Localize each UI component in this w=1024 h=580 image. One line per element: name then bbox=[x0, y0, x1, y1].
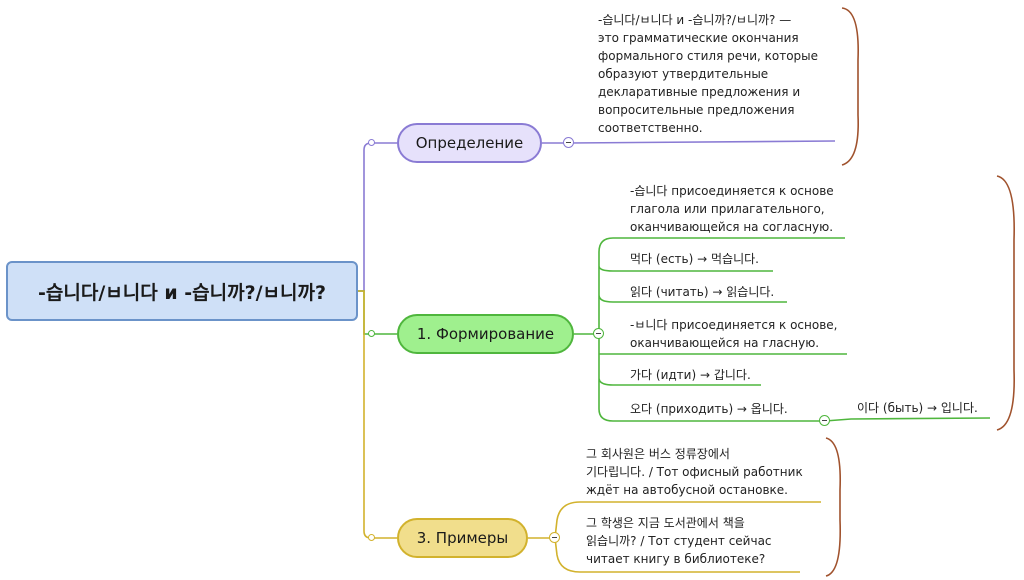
branch-formation[interactable]: 1. Формирование bbox=[397, 314, 574, 354]
connector-formation-leaves bbox=[574, 237, 847, 422]
example-item: 그 회사원은 버스 정류장에서 기다립니다. / Тот офисный раб… bbox=[586, 447, 803, 497]
collapse-definition-icon[interactable] bbox=[563, 137, 574, 148]
bracket-definition bbox=[841, 7, 859, 166]
definition-text: -습니다/ㅂ니다 и -습니까?/ㅂ니까? — это грамматическ… bbox=[598, 13, 819, 135]
connector-root-definition bbox=[358, 142, 397, 292]
examples-anchor-dot bbox=[368, 534, 375, 541]
connector-definition-leaf bbox=[542, 140, 836, 144]
formation-anchor-dot bbox=[368, 330, 375, 337]
collapse-examples-icon[interactable] bbox=[549, 532, 560, 543]
collapse-formation-icon[interactable] bbox=[593, 328, 604, 339]
bracket-formation bbox=[996, 175, 1015, 431]
collapse-sub-icon[interactable] bbox=[819, 415, 830, 426]
formation-item: 읽다 (читать) → 읽습니다. bbox=[630, 285, 775, 299]
formation-item: -습니다 присоединяется к основе глагола или… bbox=[630, 184, 834, 234]
formation-item: 오다 (приходить) → 옵니다. bbox=[630, 402, 788, 416]
branch-definition[interactable]: Определение bbox=[397, 123, 542, 163]
formation-item: 가다 (идти) → 갑니다. bbox=[630, 368, 751, 382]
formation-item: 먹다 (есть) → 먹습니다. bbox=[630, 252, 759, 266]
definition-anchor-dot bbox=[368, 139, 375, 146]
formation-item: -ㅂ니다 присоединяется к основе, оканчивающ… bbox=[630, 318, 838, 350]
connector-root-examples bbox=[358, 290, 397, 539]
root-topic[interactable]: -습니다/ㅂ니다 и -습니까?/ㅂ니까? bbox=[6, 261, 358, 321]
bracket-examples bbox=[825, 437, 842, 577]
branch-examples[interactable]: 3. Примеры bbox=[397, 518, 528, 558]
example-item: 그 학생은 지금 도서관에서 책을 읽습니까? / Тот студент се… bbox=[586, 516, 772, 566]
connector-formation-sub bbox=[824, 417, 991, 422]
formation-sub-item: 이다 (быть) → 입니다. bbox=[857, 401, 978, 415]
